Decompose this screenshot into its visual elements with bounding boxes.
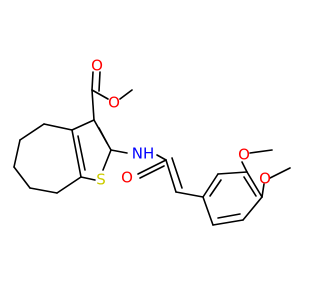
bond — [13, 166, 31, 189]
bond — [71, 119, 95, 131]
bond — [243, 176, 257, 197]
bond — [43, 123, 73, 131]
bond — [165, 159, 177, 193]
methoxy-oxygen-label-top: O — [238, 146, 250, 164]
bond — [19, 123, 45, 141]
bond — [102, 149, 112, 171]
methoxy-oxygen-label-side: O — [259, 170, 271, 188]
bonds — [13, 71, 291, 226]
bond — [217, 171, 248, 175]
bond — [91, 89, 109, 100]
bond — [209, 179, 222, 197]
bond — [217, 213, 241, 219]
bond — [246, 171, 263, 198]
structure-canvas: O O NH S O O O — [13, 56, 291, 226]
ester-ether-oxygen-label: O — [108, 94, 120, 112]
amide-oxygen-label: O — [121, 169, 133, 187]
bond — [91, 89, 95, 121]
bond — [242, 196, 263, 221]
bond — [202, 173, 219, 198]
bond — [119, 89, 133, 100]
bond — [110, 149, 128, 154]
bond — [175, 191, 204, 198]
bond — [249, 149, 273, 154]
bond — [241, 161, 248, 173]
thiophene-sulfur-label: S — [96, 171, 106, 189]
bond — [139, 165, 165, 179]
bond — [269, 167, 291, 179]
bond — [56, 176, 82, 194]
bond — [156, 154, 167, 161]
bond — [212, 219, 244, 226]
bond — [77, 135, 86, 171]
amide-nitrogen-label: NH — [132, 145, 155, 163]
ester-carbonyl-oxygen-label: O — [91, 57, 103, 75]
bond — [98, 127, 108, 144]
bond — [261, 183, 265, 198]
bond — [80, 176, 96, 181]
bond — [13, 139, 21, 168]
molecule-drawing: O O NH S O O O — [13, 57, 291, 226]
bond — [137, 159, 167, 175]
bond — [29, 187, 58, 194]
atom-labels: O O NH S O O O — [91, 57, 271, 189]
bond — [71, 129, 82, 178]
bond — [91, 71, 94, 91]
bond — [171, 157, 183, 189]
bond — [98, 71, 101, 92]
bond — [202, 196, 214, 226]
